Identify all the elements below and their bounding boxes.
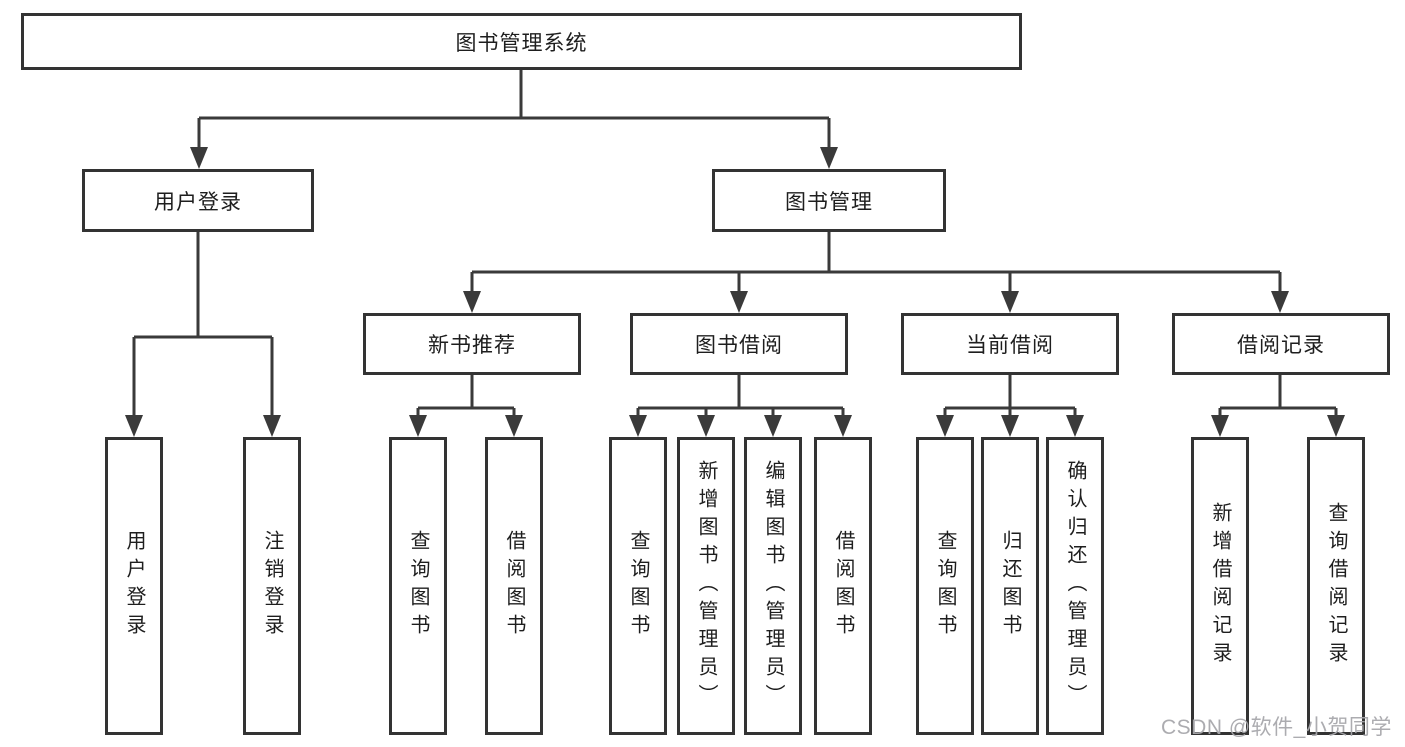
leaf-label: 确认归还（管理员） — [1064, 460, 1086, 712]
node-root-label: 图书管理系统 — [455, 31, 588, 55]
node-label: 借阅记录 — [1237, 334, 1325, 357]
leaf-add-borrow-record: 新增借阅记录 — [1191, 437, 1249, 735]
leaf-add-book-admin: 新增图书（管理员） — [677, 437, 735, 735]
node-borrow-records: 借阅记录 — [1172, 313, 1390, 375]
leaf-label: 查询图书 — [407, 530, 429, 642]
leaf-label: 借阅图书 — [832, 530, 854, 642]
leaf-query-books-borrow: 查询图书 — [609, 437, 667, 735]
node-label: 图书借阅 — [695, 334, 783, 357]
leaf-confirm-return-admin: 确认归还（管理员） — [1046, 437, 1104, 735]
node-label: 当前借阅 — [966, 334, 1054, 357]
leaf-label: 注销登录 — [261, 530, 283, 642]
leaf-label: 查询借阅记录 — [1325, 502, 1347, 670]
leaf-query-books-recommend: 查询图书 — [389, 437, 447, 735]
leaf-label: 新增借阅记录 — [1209, 502, 1231, 670]
leaf-label: 查询图书 — [627, 530, 649, 642]
node-new-book-recommend: 新书推荐 — [363, 313, 581, 375]
leaf-user-login: 用户登录 — [105, 437, 163, 735]
leaf-borrow-books-recommend: 借阅图书 — [485, 437, 543, 735]
node-label: 图书管理 — [785, 190, 873, 214]
node-current-borrow: 当前借阅 — [901, 313, 1119, 375]
leaf-label: 借阅图书 — [503, 530, 525, 642]
leaf-query-books-current: 查询图书 — [916, 437, 974, 735]
leaf-label: 查询图书 — [934, 530, 956, 642]
csdn-watermark: CSDN @软件_小贺同学 — [1161, 716, 1392, 739]
node-label: 用户登录 — [154, 190, 242, 214]
node-label: 新书推荐 — [428, 334, 516, 357]
leaf-label: 用户登录 — [123, 530, 145, 642]
arrowheads — [125, 147, 1345, 437]
leaf-edit-book-admin: 编辑图书（管理员） — [744, 437, 802, 735]
node-book-borrow: 图书借阅 — [630, 313, 848, 375]
leaf-label: 归还图书 — [999, 530, 1021, 642]
leaf-label: 编辑图书（管理员） — [762, 460, 784, 712]
leaf-query-borrow-record: 查询借阅记录 — [1307, 437, 1365, 735]
node-root: 图书管理系统 — [21, 13, 1022, 70]
leaf-borrow-books-borrow: 借阅图书 — [814, 437, 872, 735]
leaf-logout: 注销登录 — [243, 437, 301, 735]
leaf-return-book: 归还图书 — [981, 437, 1039, 735]
leaf-label: 新增图书（管理员） — [695, 460, 717, 712]
node-book-management: 图书管理 — [712, 169, 946, 232]
node-user-login: 用户登录 — [82, 169, 314, 232]
